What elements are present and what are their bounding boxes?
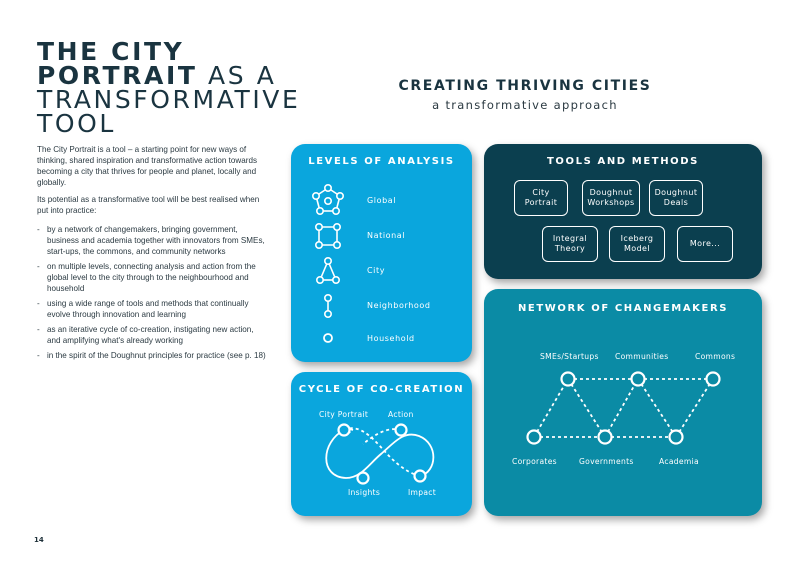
page-title: THE CITY PORTRAIT AS A TRANSFORMATIVE TO… [37, 37, 298, 138]
level-label-national: National [367, 231, 406, 240]
level-label-household: Household [367, 334, 415, 343]
network-panel-title: NETWORK OF CHANGEMAKERS [517, 303, 729, 314]
page-number: 14 [34, 536, 44, 544]
tool-iceberg-model: Iceberg Model [609, 226, 665, 262]
level-row-national: National [291, 221, 472, 249]
tool-city-portrait: City Portrait [514, 180, 568, 216]
node-governments [597, 429, 613, 445]
level-row-global: Global [291, 184, 472, 215]
intro-bullet-list: by a network of changemakers, bringing g… [37, 224, 267, 361]
title-line-1: THE CITY [37, 37, 185, 66]
node-smes-startups [560, 371, 576, 387]
cycle-node-insights [356, 471, 370, 485]
cycle-node-action [394, 423, 408, 437]
cycle-panel-title: CYCLE OF CO-CREATION [298, 384, 465, 395]
network-label-governments: Governments [579, 457, 634, 466]
title-line-4: TOOL [37, 109, 116, 138]
level-row-city: City [291, 256, 472, 284]
node-academia [668, 429, 684, 445]
network-label-academia: Academia [659, 457, 699, 466]
city-network-icon [316, 256, 340, 284]
node-communities [630, 371, 646, 387]
level-label-neighborhood: Neighborhood [367, 301, 431, 310]
cycle-label-action: Action [388, 410, 414, 419]
title-line-3: TRANSFORMATIVE [37, 85, 301, 114]
bullet-item: using a wide range of tools and methods … [37, 298, 267, 320]
tool-label: More... [689, 239, 721, 248]
bullet-item: on multiple levels, connecting analysis … [37, 261, 267, 294]
cycle-label-city-portrait: City Portrait [319, 410, 369, 419]
levels-panel-title: LEVELS OF ANALYSIS [308, 156, 455, 167]
tool-more: More... [677, 226, 733, 262]
tool-label: City Portrait [524, 188, 558, 207]
tools-and-methods-panel: TOOLS AND METHODS City Portrait Doughnut… [484, 144, 762, 279]
node-commons [705, 371, 721, 387]
cycle-diagram [325, 423, 435, 485]
node-corporates [526, 429, 542, 445]
tool-label: Doughnut Deals [654, 188, 698, 207]
bullet-item: as an iterative cycle of co-creation, in… [37, 324, 267, 346]
section-heading-subtitle: a transformative approach [432, 98, 618, 112]
level-label-city: City [367, 266, 386, 275]
network-diagram [526, 371, 721, 445]
tool-label: Doughnut Workshops [587, 188, 635, 207]
cycle-of-co-creation-panel: CYCLE OF CO-CREATION City Portrait Actio… [291, 372, 472, 516]
levels-of-analysis-panel: LEVELS OF ANALYSIS Global National [291, 144, 472, 362]
title-line-2-light: AS A [197, 61, 277, 90]
neighborhood-network-icon [324, 293, 333, 318]
tool-integral-theory: Integral Theory [542, 226, 598, 262]
cycle-label-impact: Impact [408, 488, 437, 497]
level-row-household: Household [291, 329, 472, 357]
intro-paragraph-2: Its potential as a transformative tool w… [37, 195, 260, 215]
network-label-commons: Commons [695, 352, 736, 361]
title-line-2-bold: PORTRAIT [37, 61, 198, 90]
national-network-icon [315, 222, 341, 249]
global-network-icon [311, 184, 344, 215]
network-label-communities: Communities [615, 352, 669, 361]
cycle-node-impact [413, 469, 427, 483]
bullet-item: in the spirit of the Doughnut principles… [37, 350, 267, 361]
cycle-label-insights: Insights [348, 488, 381, 497]
bullet-item: by a network of changemakers, bringing g… [37, 224, 267, 257]
tool-doughnut-workshops: Doughnut Workshops [582, 180, 640, 216]
network-of-changemakers-panel: NETWORK OF CHANGEMAKERS SMEs/Startups Co… [484, 289, 762, 516]
section-heading-title: CREATING THRIVING CITIES [398, 78, 652, 94]
section-heading: CREATING THRIVING CITIES a transformativ… [380, 78, 670, 112]
intro-paragraph-1: The City Portrait is a tool – a starting… [37, 145, 257, 187]
tool-label: Iceberg Model [620, 234, 654, 253]
tool-label: Integral Theory [552, 234, 588, 253]
level-row-neighborhood: Neighborhood [291, 292, 472, 320]
network-label-smes-startups: SMEs/Startups [540, 352, 599, 361]
household-node-icon [323, 333, 333, 343]
tool-doughnut-deals: Doughnut Deals [649, 180, 703, 216]
intro-text: The City Portrait is a tool – a starting… [37, 144, 267, 365]
cycle-node-city-portrait [337, 423, 351, 437]
network-label-corporates: Corporates [512, 457, 557, 466]
tools-panel-title: TOOLS AND METHODS [547, 156, 699, 167]
level-label-global: Global [367, 196, 397, 205]
